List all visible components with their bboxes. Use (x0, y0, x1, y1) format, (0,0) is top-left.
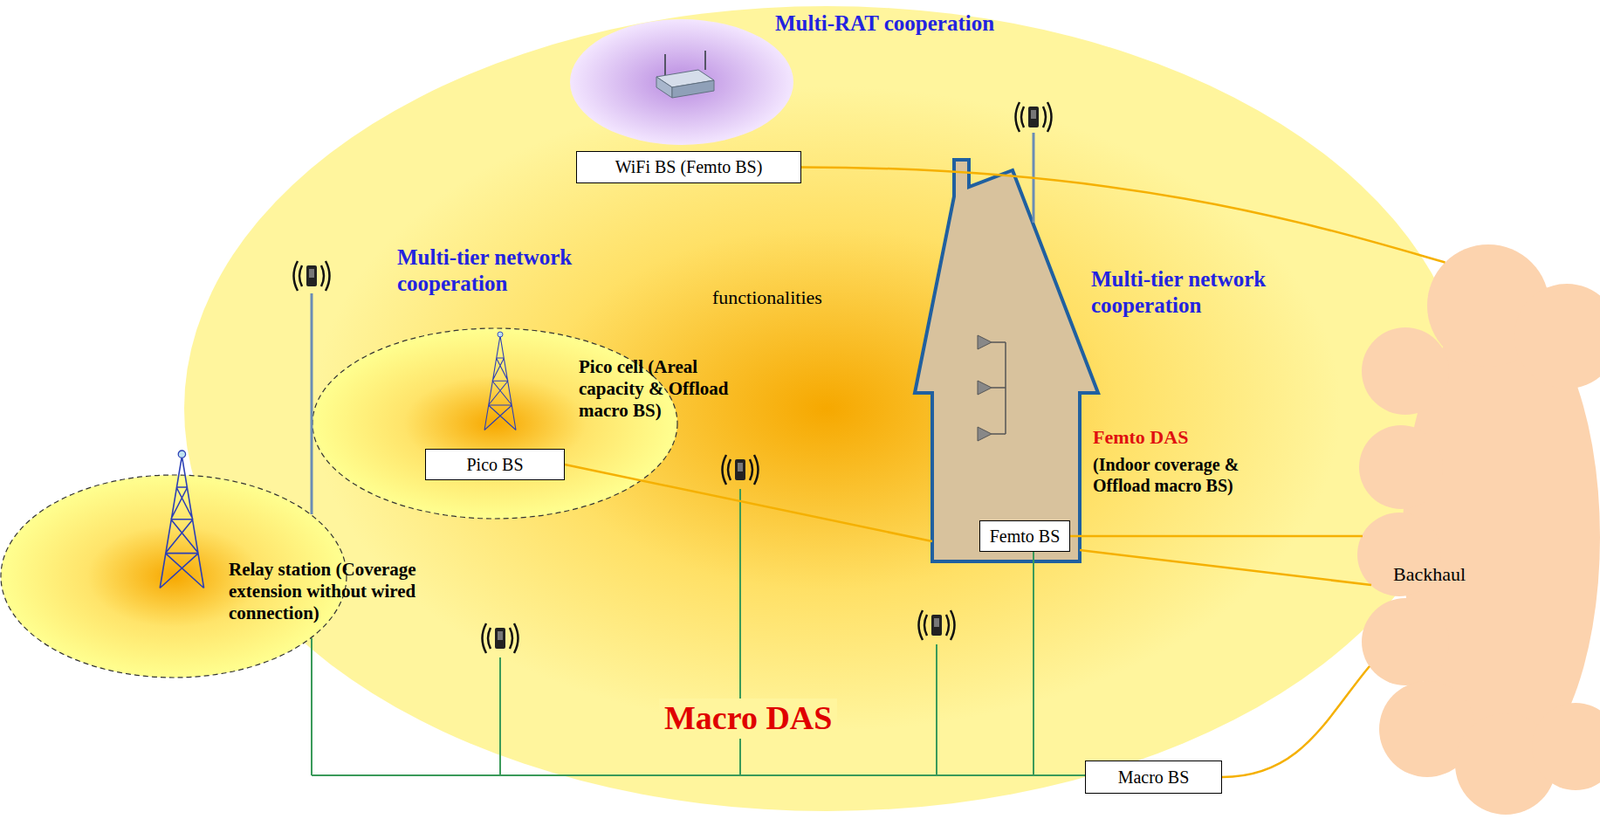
note-label: functionalities (712, 286, 823, 310)
antenna-poles (311, 132, 1034, 515)
region-label: (Indoor coverage & Offload macro BS) (1092, 453, 1277, 496)
box-label: Macro BS (1118, 767, 1190, 788)
cooperation-label: Multi-RAT cooperation (775, 10, 995, 37)
box-label: Pico BS (466, 454, 523, 475)
macro-das-region-outline (183, 5, 1470, 812)
backhaul-link (1222, 666, 1370, 777)
wifi-router-icon (656, 50, 715, 98)
backhaul-link (801, 167, 1446, 263)
backhaul-link (1079, 549, 1372, 585)
relay-tower (159, 450, 204, 589)
region-label: Macro DAS (659, 698, 838, 739)
femto-das-house-outline (913, 157, 1280, 564)
cooperation-label: Multi-tier network cooperation (397, 244, 642, 297)
macro-das-region: Macro DAS WiFi BS (Femto BS) Pico cell (Ar… (183, 5, 1470, 812)
region-label: Backhaul (1393, 563, 1466, 586)
region-label: Femto DAS (1092, 425, 1188, 449)
wifi-bs-box: WiFi BS (Femto BS) (576, 151, 802, 184)
backhaul-cloud: Backhaul (1357, 240, 1600, 817)
pico-tower (484, 331, 516, 431)
region-label: Relay station (Coverage extension withou… (228, 558, 439, 625)
pico-bs-box: Pico BS (425, 448, 565, 481)
backhaul-cloud-outline (1357, 240, 1600, 817)
femto-das-house: Femto DAS (Indoor coverage & Offload macr… (913, 157, 1280, 564)
box-label: Femto BS (989, 526, 1061, 547)
femto-bs-box: Femto BS (979, 520, 1071, 552)
backhaul-link (564, 464, 933, 542)
indoor-antennas (977, 335, 1006, 441)
relay-region: Relay station (Coverage extension withou… (0, 473, 348, 679)
macro-bs-box: Macro BS (1084, 760, 1223, 794)
backhaul-link (1070, 535, 1363, 538)
box-label: WiFi BS (Femto BS) (615, 157, 763, 178)
das-feeder-lines (311, 488, 1085, 776)
region-label: Pico cell (Areal capacity & Offload macr… (578, 356, 767, 423)
cooperation-label: Multi-tier network cooperation (1091, 266, 1336, 319)
wifi-coverage (569, 19, 794, 145)
pico-cell-region: Pico cell (Areal capacity & Offload macr… (311, 327, 679, 520)
